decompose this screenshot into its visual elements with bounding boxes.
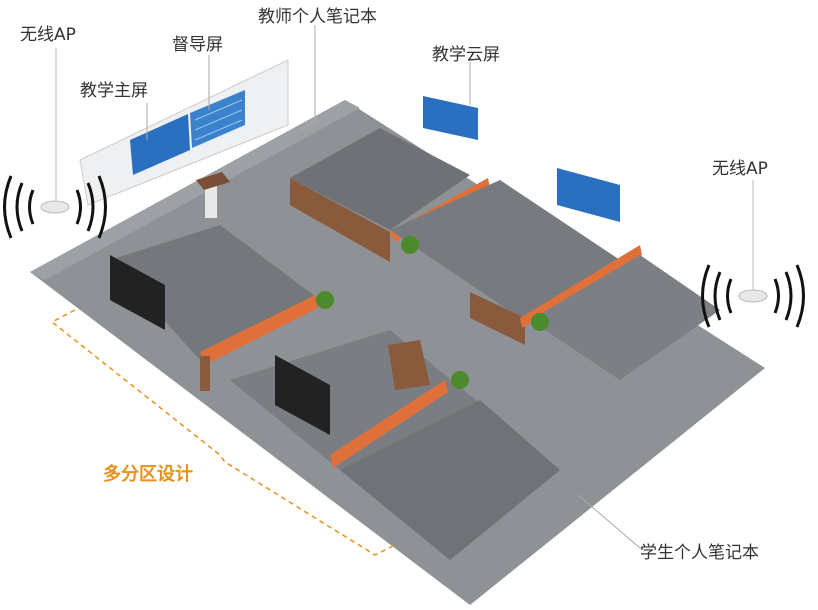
label-supervision-screen: 督导屏 [172, 35, 223, 55]
main-screen [130, 114, 190, 175]
label-zone-design: 多分区设计 [103, 464, 193, 485]
wireless-ap-left-icon [3, 175, 107, 239]
label-cloud-screen: 教学云屏 [432, 45, 500, 65]
label-student-laptop: 学生个人笔记本 [640, 543, 759, 563]
cloud-screen-2 [557, 168, 620, 222]
desk-groups [110, 128, 720, 560]
label-ap-left: 无线AP [20, 25, 76, 45]
cloud-screen-1 [423, 96, 478, 140]
label-teacher-laptop: 教师个人笔记本 [258, 7, 377, 27]
label-main-screen: 教学主屏 [80, 81, 148, 101]
zone-dashed-outline [50, 309, 396, 556]
plants [316, 236, 549, 389]
wireless-ap-right-icon [701, 264, 805, 328]
label-ap-right: 无线AP [712, 159, 768, 179]
